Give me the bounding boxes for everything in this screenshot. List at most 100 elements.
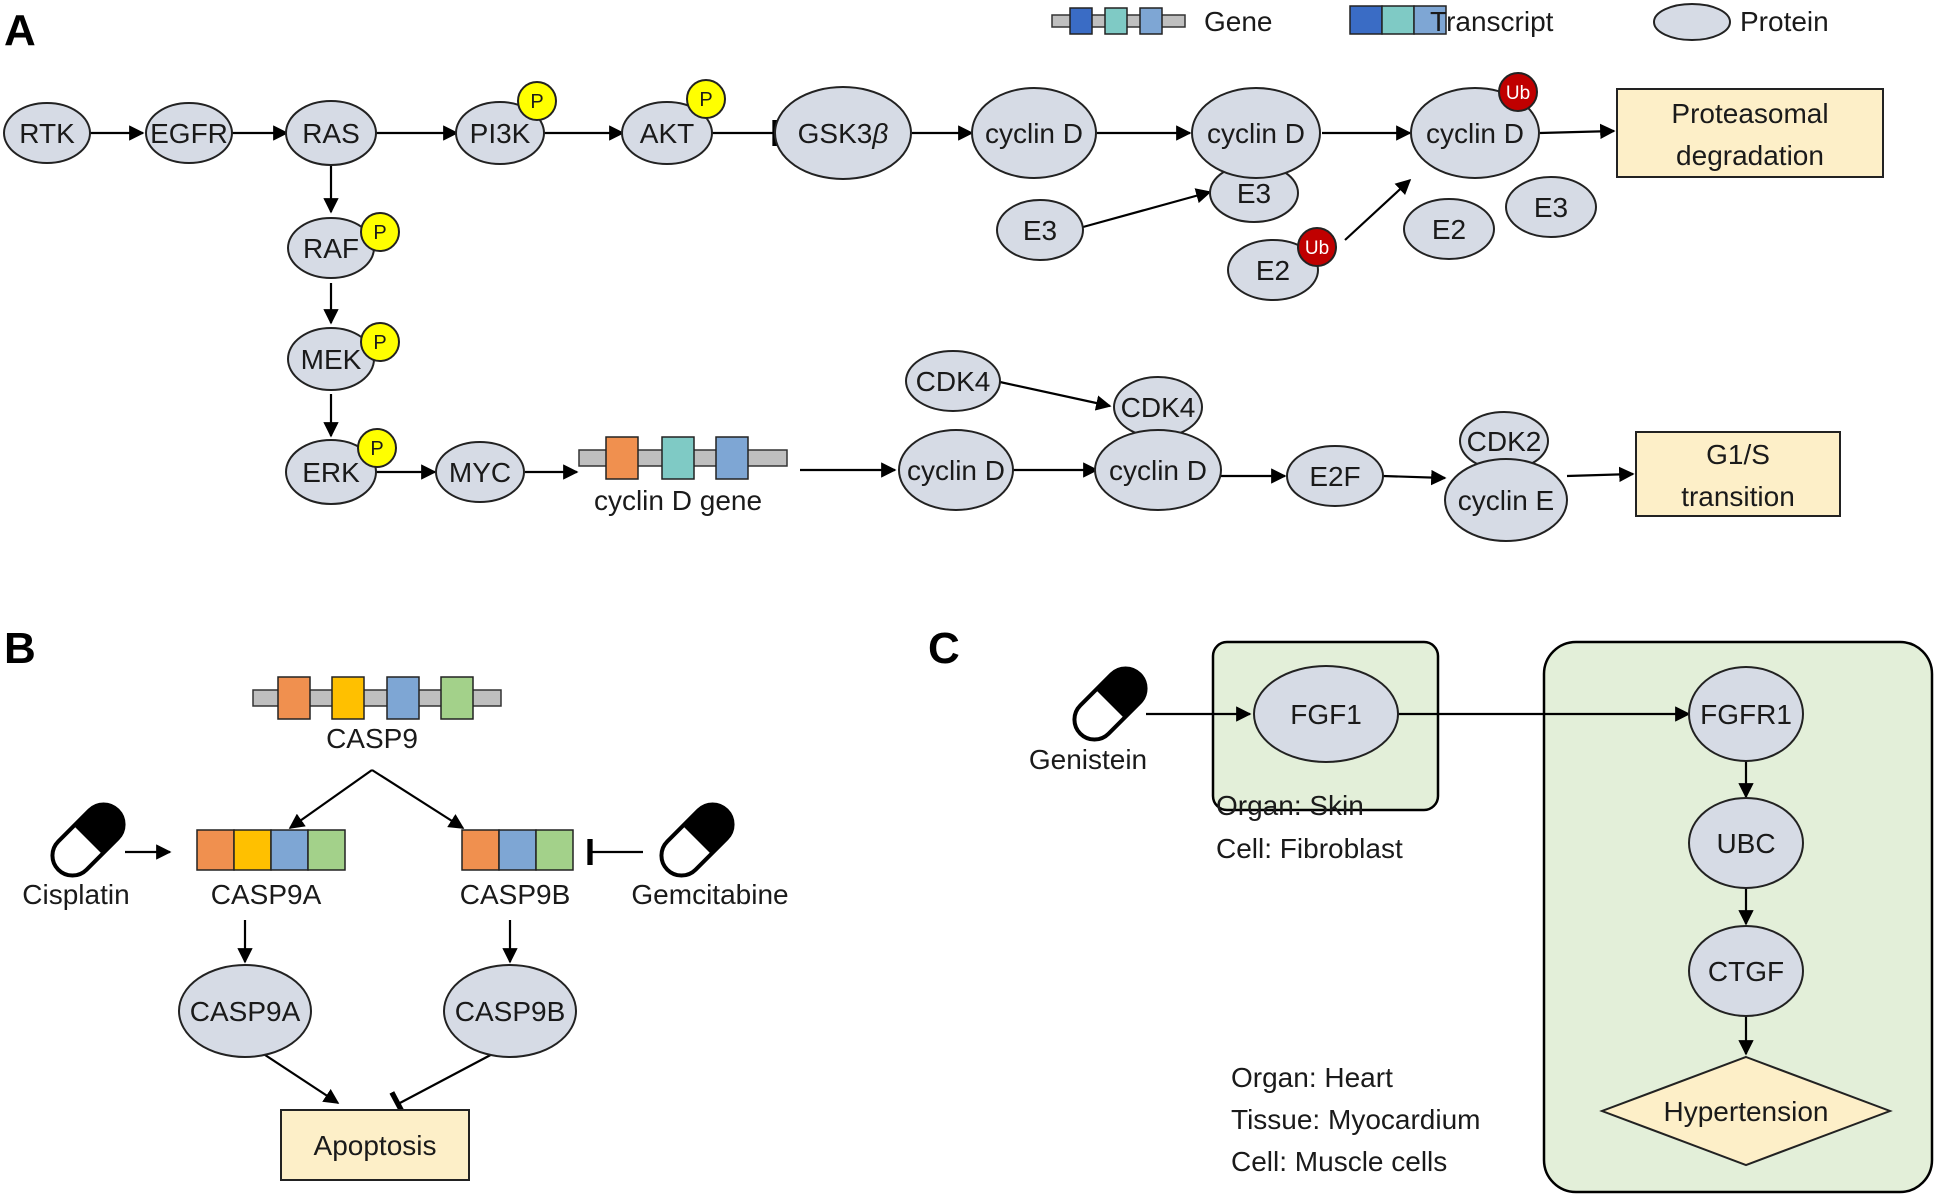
genistein-pill-icon [1072,666,1148,742]
label-e3-free: E3 [1023,215,1057,246]
edge-e2f-cyclin-e [1382,469,1447,486]
label-mek: MEK [301,344,362,375]
label-cdk4-free: CDK4 [916,366,991,397]
node-pi3k [455,101,545,165]
ubiquitin-cyclin-d-label: Ub [1506,83,1530,104]
node-gsk3b [774,86,912,180]
node-casp9a-protein [178,964,312,1058]
ubiquitin-cyclin-d [1498,72,1538,112]
label-apoptosis: Apoptosis [314,1130,437,1161]
label-gemcitabine: Gemcitabine [631,879,788,910]
node-cyclin-d-2 [1191,87,1321,179]
box-g1s-transition [1635,431,1841,517]
node-e2f [1286,445,1384,507]
label-g1s-line2: transition [1681,481,1795,512]
label-casp9-gene: CASP9 [326,723,418,754]
label-e3-released: E3 [1534,192,1568,223]
phospho-akt-label: P [699,89,712,111]
node-egfr [145,102,233,164]
label-cyclin-d-gene: cyclin D gene [594,485,762,516]
legend-protein-icon [1653,3,1731,41]
node-ctgf [1688,925,1804,1017]
node-erk [285,439,377,505]
compartment-heart [1542,640,1934,1194]
gemcitabine-pill-icon [659,802,735,878]
node-e3-released [1505,176,1597,238]
label-e2: E2 [1256,255,1290,286]
node-casp9b-protein [443,964,577,1058]
label-fgfr1: FGFR1 [1700,699,1792,730]
panel-a-nodes [3,86,1597,542]
label-cisplatin: Cisplatin [22,879,129,910]
node-e2 [1227,239,1319,301]
panel-letter-b: B [4,624,36,673]
label-genistein: Genistein [1029,744,1147,775]
label-cyclin-d-5: cyclin D [1109,455,1207,486]
node-cyclin-d-4 [898,429,1014,511]
phospho-mek [360,322,400,362]
legend-transcript-label: Transcript [1430,6,1554,37]
label-g1s-line1: G1/S [1706,439,1770,470]
node-rtk [3,102,91,164]
phospho-raf-label: P [373,222,386,244]
label-egfr: EGFR [150,118,228,149]
panel-letter-c: C [928,624,960,673]
label-erk: ERK [302,457,360,488]
node-cyclin-e [1444,458,1568,542]
node-akt [621,101,713,165]
label-cyclin-e: cyclin E [1458,485,1554,516]
ubiquitin-e2-label: Ub [1305,238,1329,259]
panel-letter-a: A [4,6,36,55]
label-cdk4-bound: CDK4 [1121,392,1196,423]
phospho-mek-label: P [373,332,386,354]
panel-a-edges [90,119,1635,486]
ubiquitin-e2 [1297,227,1337,267]
phospho-pi3k-label: P [530,91,543,113]
cisplatin-pill-icon [50,802,126,878]
label-cyclin-d-1: cyclin D [985,118,1083,149]
casp9-gene [252,676,502,720]
node-fgfr1 [1688,666,1804,762]
label-heart-organ: Organ: Heart [1231,1062,1393,1093]
label-casp9b-protein: CASP9B [455,996,566,1027]
node-cdk4-free [905,350,1001,412]
phospho-raf [360,212,400,252]
panel-a-modifications [357,72,1538,468]
label-degradation-line1: Proteasomal [1671,98,1828,129]
label-e2f: E2F [1309,461,1360,492]
label-skin-cell: Cell: Fibroblast [1216,833,1403,864]
label-degradation-line2: degradation [1676,140,1824,171]
legend-gene-icon [1051,7,1186,35]
panel-a-labels: RTK EGFR RAS PI3K AKT GSK3β cyclin D cyc… [19,98,1828,516]
label-gsk3b: GSK3β [798,118,889,149]
label-cdk2: CDK2 [1467,426,1542,457]
node-ras [285,100,377,166]
edge-casp9b-apoptosis [389,1049,501,1117]
casp9a-transcript [196,829,346,871]
label-skin-organ: Organ: Skin [1216,790,1364,821]
label-cyclin-d-2: cyclin D [1207,118,1305,149]
label-ubc: UBC [1716,828,1775,859]
legend-protein-label: Protein [1740,6,1829,37]
edge-casp9-casp9a [288,769,373,829]
label-hypertension: Hypertension [1664,1096,1829,1127]
node-ubc [1688,797,1804,889]
label-fgf1: FGF1 [1290,699,1362,730]
legend-gene-label: Gene [1204,6,1273,37]
edge-e3-bind [1082,188,1212,229]
label-cyclin-d-3: cyclin D [1426,118,1524,149]
label-e2-released: E2 [1432,214,1466,245]
phospho-erk [357,428,397,468]
label-casp9b-transcript: CASP9B [460,879,571,910]
label-akt: AKT [640,118,694,149]
edge-cyclind-ub-degradation [1539,123,1616,140]
label-cyclin-d-4: cyclin D [907,455,1005,486]
node-cyclin-d-1 [971,87,1097,179]
label-ras: RAS [302,118,360,149]
node-myc [435,441,525,503]
edge-e2-ub-transfer [1344,178,1412,241]
edge-cdk4-bind [999,380,1112,411]
label-heart-cell: Cell: Muscle cells [1231,1146,1447,1177]
phospho-akt [686,79,726,119]
